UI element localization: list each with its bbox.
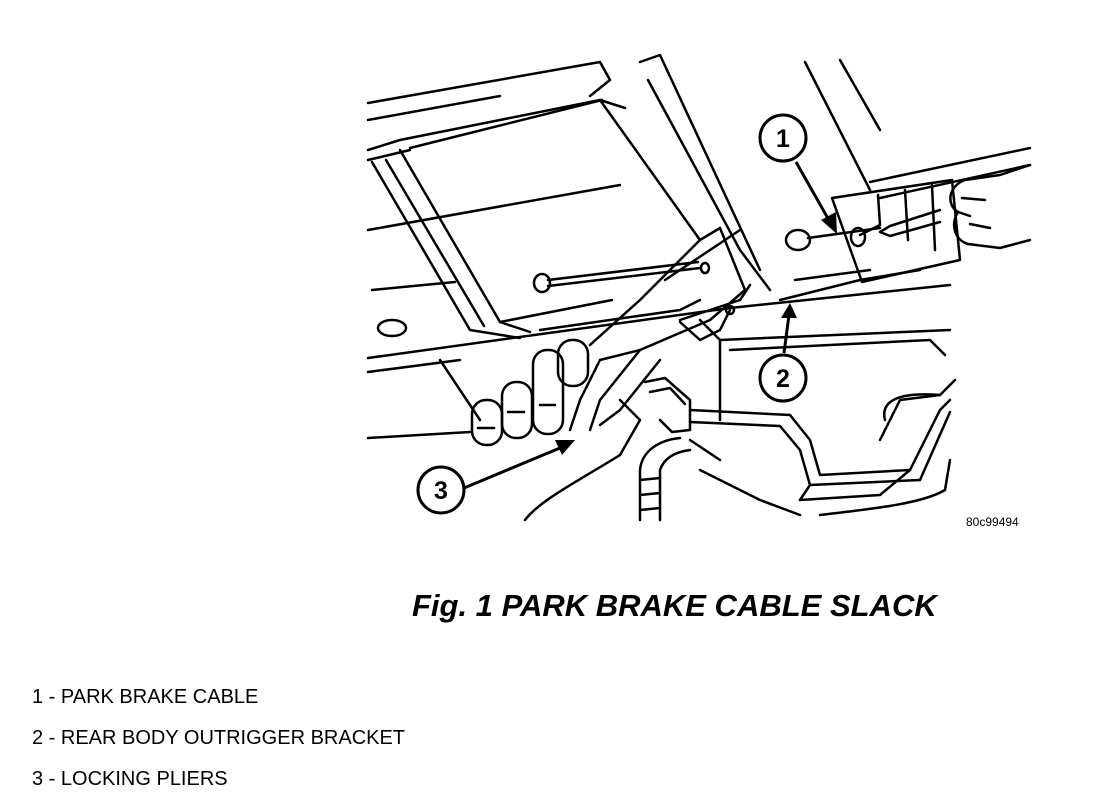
- floor-pan-panels: [366, 53, 772, 292]
- hand-left: [470, 338, 642, 522]
- image-code: 80c99494: [966, 515, 1019, 529]
- lower-tank: [688, 393, 952, 517]
- crossmember: [370, 98, 702, 340]
- leader-arrows: [463, 161, 832, 490]
- legend-item-1: 1 - PARK BRAKE CABLE: [32, 686, 259, 708]
- hand-top-right: [878, 163, 1032, 250]
- outrigger-bracket: [778, 58, 1032, 302]
- svg-text:2: 2: [776, 365, 790, 393]
- cable-hose: [638, 436, 692, 522]
- legend-list: 1 - PARK BRAKE CABLE 2 - REAR BODY OUTRI…: [32, 684, 405, 807]
- figure-title: Fig. 1 PARK BRAKE CABLE SLACK: [412, 588, 937, 623]
- park-brake-cable: [532, 226, 882, 294]
- svg-text:3: 3: [434, 477, 448, 505]
- arrow-head-3: [555, 440, 575, 455]
- callout-2: 2: [758, 353, 808, 403]
- locking-pliers: [568, 226, 752, 432]
- legend-item-2: 2 - REAR BODY OUTRIGGER BRACKET: [32, 727, 406, 749]
- arrow-head-1: [821, 212, 837, 234]
- brake-lines: [688, 378, 957, 502]
- callout-3: 3: [416, 465, 466, 515]
- callout-1: 1: [758, 113, 808, 163]
- legend-item-3: 3 - LOCKING PLIERS: [32, 768, 228, 790]
- cable-clip: [643, 376, 692, 434]
- svg-text:1: 1: [776, 125, 790, 153]
- lower-rail: [366, 280, 952, 440]
- arrow-head-2: [781, 303, 797, 318]
